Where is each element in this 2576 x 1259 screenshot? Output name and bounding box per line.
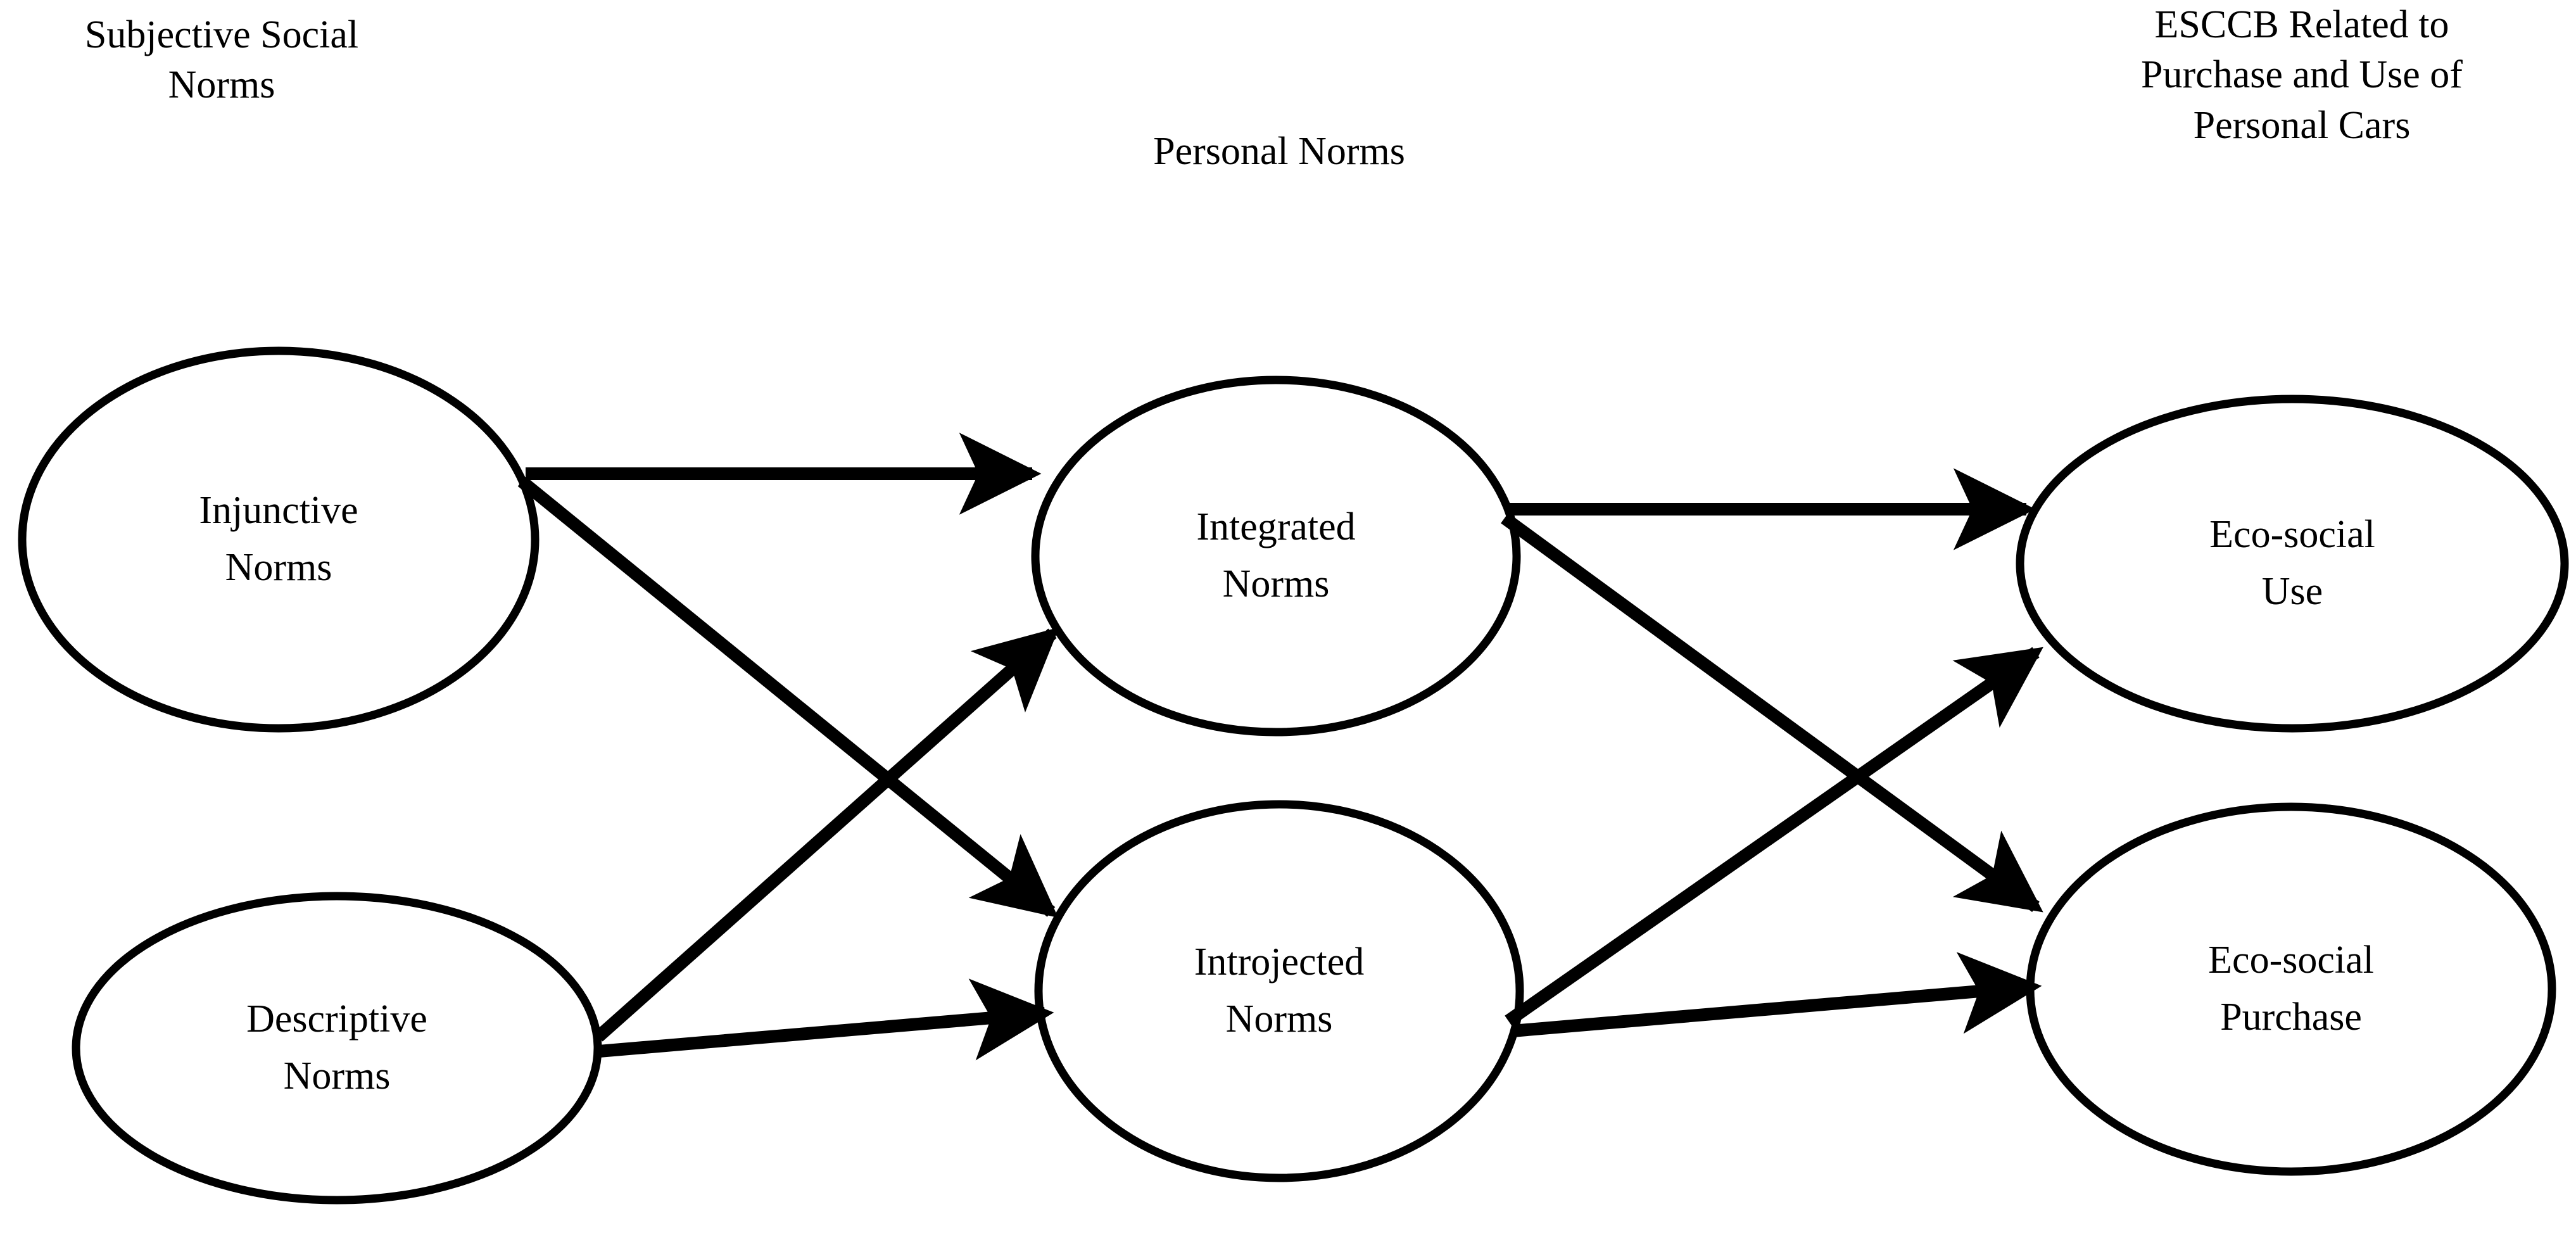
node-label-eco-social-use: Eco-social Use [2209, 513, 2375, 613]
edge-introjected-to-eco-purchase [1512, 952, 2042, 1037]
node-label-introjected-norms: Introjected Norms [1194, 940, 1365, 1041]
node-ellipse-descriptive-norms [72, 892, 602, 1205]
node-label-eco-social-purchase: Eco-social Purchase [2208, 939, 2374, 1039]
node-label-injunctive-norms: Injunctive Norms [199, 489, 358, 589]
edge-descriptive-to-introjected [598, 978, 1054, 1061]
edge-descriptive-to-integrated [594, 627, 1059, 1042]
node-ellipse-injunctive-norms [18, 346, 540, 733]
edge-injunctive-to-introjected [517, 476, 1059, 918]
edge-integrated-to-eco-purchase [1501, 512, 2043, 913]
node-ellipse-eco-social-use [2016, 395, 2569, 733]
column-header-personal-norms: Personal Norms [1153, 130, 1405, 173]
node-label-integrated-norms: Integrated Norms [1196, 505, 1356, 605]
node-ellipse-integrated-norms [1031, 376, 1521, 737]
column-header-subjective-social-norms: Subjective Social Norms [84, 13, 359, 107]
column-header-esccb: ESCCB Related to Purchase and Use of Per… [2141, 3, 2463, 147]
edge-introjected-to-eco-use [1505, 647, 2043, 1027]
node-label-descriptive-norms: Descriptive Norms [246, 997, 427, 1098]
